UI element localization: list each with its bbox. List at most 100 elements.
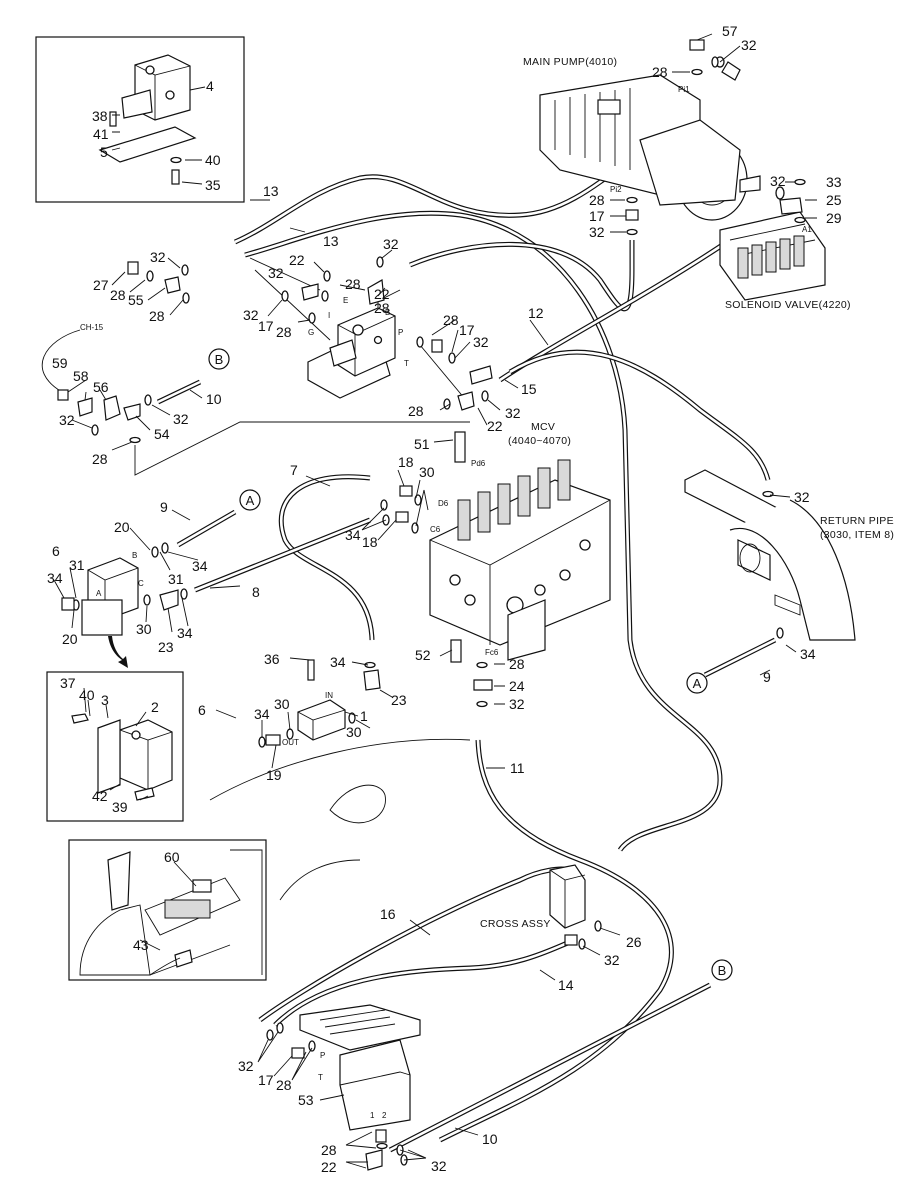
shuttle-block-left <box>81 557 139 636</box>
hose-16 <box>258 866 579 1023</box>
part-34: 34 <box>330 654 346 670</box>
hose-12 <box>409 240 635 312</box>
part-34: 34 <box>192 558 208 574</box>
part-40: 40 <box>205 152 221 168</box>
hose-9-right <box>703 637 777 678</box>
port-d6-label: D6 <box>438 499 449 508</box>
part-32: 32 <box>243 307 259 323</box>
part-40: 40 <box>79 687 95 703</box>
port-fc6-label: Fc6 <box>485 648 499 657</box>
part-28: 28 <box>92 451 108 467</box>
part-19: 19 <box>266 767 282 783</box>
cab-floor-outline <box>209 738 471 901</box>
return-pipe-label-line1: RETURN PIPE <box>820 515 894 527</box>
hose-9-upper <box>176 509 237 548</box>
solenoid-fittings <box>775 178 806 224</box>
inset-solenoid-valve-4 <box>98 54 197 185</box>
part-17: 17 <box>258 1072 274 1088</box>
part-57: 57 <box>722 23 738 39</box>
callout-b-top: B <box>208 348 230 370</box>
mcv-label-line1: MCV <box>531 421 555 433</box>
part-28: 28 <box>589 192 605 208</box>
part-32: 32 <box>431 1158 447 1174</box>
part-26: 26 <box>626 934 642 950</box>
port-b2-label: B <box>132 551 137 560</box>
part-9: 9 <box>160 499 168 515</box>
main-pump-label: MAIN PUMP(4010) <box>523 56 617 68</box>
port-in-label: IN <box>325 691 333 700</box>
mcv-4040-4070 <box>429 431 611 663</box>
port-pd6-label: Pd6 <box>471 459 486 468</box>
port-a1-label: A1 <box>802 225 812 234</box>
hose-14 <box>273 939 571 1027</box>
part-18: 18 <box>362 534 378 550</box>
wire-ch15 <box>41 329 81 393</box>
part-34: 34 <box>254 706 270 722</box>
part-36: 36 <box>264 651 280 667</box>
port-c6-label: C6 <box>430 525 441 534</box>
port-i-label: I <box>328 311 330 320</box>
inset-cab-joystick <box>79 849 263 976</box>
part-30: 30 <box>346 724 362 740</box>
port-a-label: A <box>96 589 102 598</box>
port-c-label: C <box>138 579 144 588</box>
part-28: 28 <box>149 308 165 324</box>
part-20: 20 <box>62 631 78 647</box>
pilot-block <box>307 307 396 399</box>
part-31: 31 <box>168 571 184 587</box>
part-12: 12 <box>528 305 544 321</box>
part-17: 17 <box>589 208 605 224</box>
part-60: 60 <box>164 849 180 865</box>
part-54: 54 <box>154 426 170 442</box>
part-28: 28 <box>276 324 292 340</box>
hose-11 <box>438 739 674 1143</box>
part-28: 28 <box>408 403 424 419</box>
inset-frame-block-detail <box>46 671 184 822</box>
part-41: 41 <box>93 126 109 142</box>
part-28: 28 <box>321 1142 337 1158</box>
solenoid-valve-4220 <box>719 197 826 301</box>
part-22: 22 <box>487 418 503 434</box>
port-2-label: 2 <box>382 1111 387 1120</box>
part-35: 35 <box>205 177 221 193</box>
part-17: 17 <box>459 322 475 338</box>
part-9: 9 <box>763 669 771 685</box>
inset-block-2 <box>71 713 173 801</box>
part-1: 1 <box>360 708 368 724</box>
return-pipe-label-line2: (3030, ITEM 8) <box>820 529 894 541</box>
part-34: 34 <box>177 625 193 641</box>
part-5: 5 <box>100 144 108 160</box>
inset-frame-cab-detail <box>68 839 267 981</box>
solenoid-valve-label: SOLENOID VALVE(4220) <box>725 299 851 311</box>
part-22: 22 <box>374 286 390 302</box>
return-hose <box>508 349 771 481</box>
leader-lines <box>53 33 817 1169</box>
part-13: 13 <box>263 183 279 199</box>
svg-text:B: B <box>718 963 727 978</box>
part-27: 27 <box>93 277 109 293</box>
part-28: 28 <box>652 64 668 80</box>
port-t2-label: T <box>318 1073 323 1082</box>
part-56: 56 <box>93 379 109 395</box>
part-8: 8 <box>252 584 260 600</box>
part-32: 32 <box>505 405 521 421</box>
part-42: 42 <box>92 788 108 804</box>
part-14: 14 <box>558 977 574 993</box>
part-58: 58 <box>73 368 89 384</box>
part-30: 30 <box>274 696 290 712</box>
part-32: 32 <box>150 249 166 265</box>
part-10: 10 <box>206 391 222 407</box>
part-52: 52 <box>415 647 431 663</box>
mcv-label-line2: (4040~4070) <box>508 435 571 447</box>
part-18: 18 <box>398 454 414 470</box>
part-15: 15 <box>521 381 537 397</box>
svg-text:A: A <box>246 493 255 508</box>
part-13: 13 <box>323 233 339 249</box>
port-1-label: 1 <box>370 1111 375 1120</box>
callout-a-left: A <box>239 489 261 511</box>
port-pi1-label: Pi1 <box>678 85 690 94</box>
part-32: 32 <box>604 952 620 968</box>
hose-13-lower <box>244 210 723 852</box>
port-p2-label: P <box>320 1051 325 1060</box>
part-11: 11 <box>510 760 525 776</box>
